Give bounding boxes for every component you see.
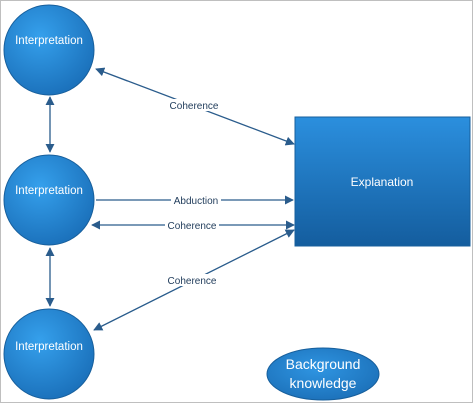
coherence-middle-label: Coherence <box>168 221 217 232</box>
abduction-label: Abduction <box>174 196 218 207</box>
coherence-bottom-label: Coherence <box>168 276 217 287</box>
abduction-label-bg <box>171 194 221 206</box>
interpretation-top-label: Interpretation <box>15 35 83 47</box>
background-label-line2: knowledge <box>290 375 357 391</box>
explanation-box: Explanation <box>294 116 471 247</box>
interpretation-node-top: Interpretation <box>3 4 95 96</box>
coherence-top-label-bg <box>167 99 221 111</box>
background-label-line1: Background <box>286 356 361 372</box>
coherence-top-label: Coherence <box>170 101 219 112</box>
background-knowledge-node: Background knowledge <box>266 347 380 401</box>
interpretation-middle-label: Interpretation <box>15 185 83 197</box>
coherence-middle-label-bg <box>165 219 219 231</box>
interpretation-bottom-label: Interpretation <box>15 341 83 353</box>
coherence-bottom-label-bg <box>165 274 219 286</box>
interpretation-node-middle: Interpretation <box>3 154 95 246</box>
explanation-label: Explanation <box>351 175 414 189</box>
interpretation-node-bottom: Interpretation <box>3 308 95 400</box>
